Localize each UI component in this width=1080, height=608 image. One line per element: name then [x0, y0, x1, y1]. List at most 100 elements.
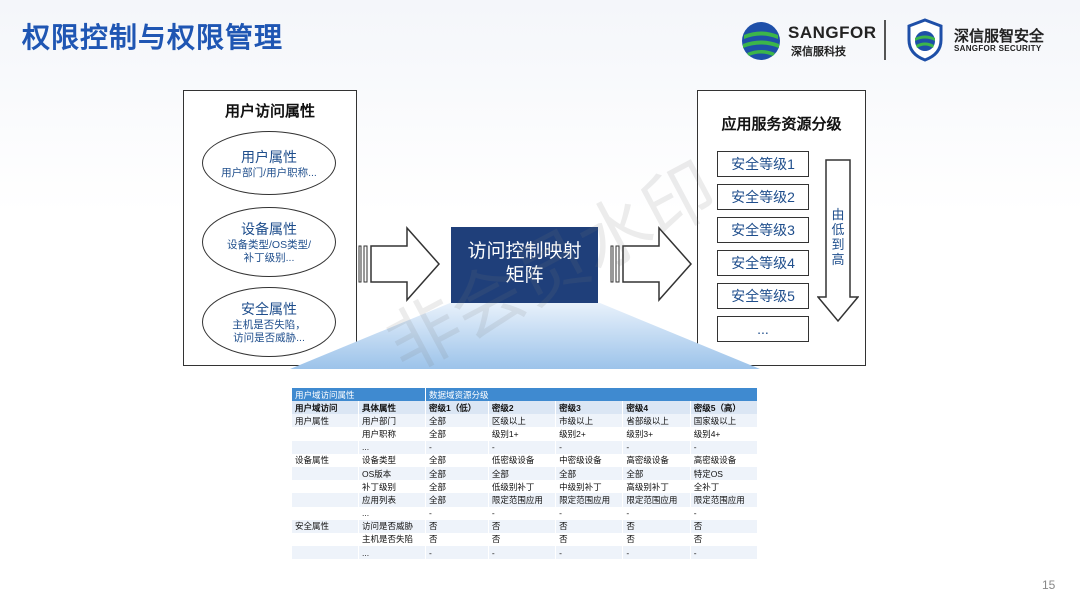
user-box-title: 用户访问属性 [224, 103, 315, 120]
matrix-value-cell: 市级以上 [555, 414, 624, 428]
right-arrow-icon [357, 226, 441, 302]
matrix-value-cell: 级别1+ [488, 427, 557, 441]
security-attribute-ellipse: 安全属性 主机是否失陷， 访问是否威胁... [202, 287, 336, 357]
matrix-value-cell: 全部 [555, 466, 624, 481]
matrix-value-cell: 全部 [425, 427, 489, 441]
shield-icon [907, 18, 943, 62]
sangfor-name: SANGFOR [788, 23, 877, 42]
table-row: 用户属性用户部门全部区级以上市级以上省部级以上国家级以上 [292, 414, 759, 428]
matrix-group-cell [292, 506, 359, 520]
matrix-col-attribute: 具体属性 [358, 401, 426, 415]
table-row: 主机是否失陷否否否否否 [292, 532, 759, 547]
matrix-value-cell: 限定范围应用 [622, 493, 691, 507]
user-attribute-detail: 用户部门/用户职称... [221, 166, 317, 179]
user-attribute-title: 用户属性 [241, 148, 297, 165]
table-row: ...----- [292, 546, 759, 560]
matrix-value-cell: 否 [425, 532, 489, 547]
matrix-value-cell: 全部 [425, 466, 489, 481]
matrix-attribute-cell: ... [358, 546, 426, 560]
matrix-value-cell: 级别2+ [555, 427, 624, 441]
matrix-attribute-cell: OS版本 [358, 466, 426, 481]
matrix-attribute-cell: ... [358, 506, 426, 520]
table-row: 安全属性访问是否威胁否否否否否 [292, 519, 759, 533]
matrix-value-cell: 低密级设备 [488, 453, 557, 467]
matrix-value-cell: 区级以上 [488, 414, 557, 428]
matrix-value-cell: 全部 [425, 453, 489, 467]
matrix-value-cell: 特定OS [690, 466, 759, 481]
matrix-col-user-domain: 用户域访问 [292, 401, 359, 415]
matrix-value-cell: 级别3+ [622, 427, 691, 441]
matrix-attribute-cell: 补丁级别 [358, 480, 426, 494]
app-box-title: 应用服务资源分级 [721, 116, 842, 133]
access-matrix-table: 用户域访问属性 数据域资源分级 用户域访问 具体属性 密级1（低） 密级2 密级… [292, 388, 759, 560]
security-level-more: ... [717, 316, 809, 342]
table-row: ...----- [292, 506, 759, 520]
security-level-5: 安全等级5 [717, 283, 809, 309]
matrix-value-cell: - [690, 440, 759, 454]
matrix-value-cell: 否 [555, 532, 624, 547]
matrix-value-cell: - [555, 506, 624, 520]
matrix-value-cell: 限定范围应用 [488, 493, 557, 507]
matrix-value-cell: 中级别补丁 [555, 480, 624, 494]
matrix-value-cell: - [425, 546, 489, 560]
sangfor-globe-icon [742, 22, 780, 60]
matrix-col-level2: 密级2 [488, 401, 557, 415]
app-resource-levels-box: 应用服务资源分级 安全等级1 安全等级2 安全等级3 安全等级4 安全等级5 .… [697, 90, 866, 366]
matrix-value-cell: - [425, 506, 489, 520]
matrix-value-cell: 否 [555, 519, 624, 533]
matrix-group-cell [292, 427, 359, 441]
matrix-value-cell: 全补丁 [690, 480, 759, 494]
matrix-value-cell: 高密级设备 [622, 453, 691, 467]
matrix-value-cell: 低级别补丁 [488, 480, 557, 494]
security-level-2: 安全等级2 [717, 184, 809, 210]
security-level-1: 安全等级1 [717, 151, 809, 177]
matrix-col-level4: 密级4 [622, 401, 691, 415]
matrix-value-cell: - [622, 440, 691, 454]
matrix-value-cell: 否 [690, 519, 759, 533]
security-attribute-title: 安全属性 [241, 301, 297, 317]
direction-label: 由低到高 [831, 207, 845, 267]
matrix-attribute-cell: 应用列表 [358, 493, 426, 507]
sangfor-security-subname: SANGFOR SECURITY [954, 44, 1042, 53]
matrix-value-cell: - [690, 506, 759, 520]
matrix-group-cell [292, 493, 359, 507]
matrix-header-row: 用户域访问属性 数据域资源分级 [292, 388, 758, 401]
matrix-group-cell: 用户属性 [292, 414, 359, 428]
matrix-attribute-cell: ... [358, 440, 426, 454]
matrix-value-cell: 限定范围应用 [555, 493, 624, 507]
matrix-value-cell: 中密级设备 [555, 453, 624, 467]
matrix-value-cell: 级别4+ [690, 427, 759, 441]
access-control-matrix-box: 访问控制映射 矩阵 [451, 227, 598, 303]
matrix-group-cell [292, 532, 359, 547]
matrix-attribute-cell: 设备类型 [358, 453, 426, 467]
device-attribute-title: 设备属性 [241, 221, 297, 237]
page-title: 权限控制与权限管理 [22, 22, 284, 53]
matrix-value-cell: 否 [622, 519, 691, 533]
sangfor-logo [740, 20, 782, 62]
matrix-value-cell: - [622, 506, 691, 520]
security-attribute-detail-2: 访问是否威胁... [233, 332, 305, 344]
brand-divider [884, 20, 886, 60]
matrix-value-cell: - [425, 440, 489, 454]
matrix-group-cell [292, 466, 359, 481]
matrix-header-data: 数据域资源分级 [425, 388, 758, 401]
matrix-col-level3: 密级3 [555, 401, 624, 415]
down-arrow-icon [816, 159, 860, 323]
matrix-value-cell: 全部 [425, 414, 489, 428]
user-attribute-ellipse: 用户属性 用户部门/用户职称... [202, 131, 336, 195]
matrix-group-cell [292, 546, 359, 560]
device-attribute-detail-1: 设备类型/OS类型/ [226, 239, 311, 251]
matrix-attribute-cell: 用户部门 [358, 414, 426, 428]
matrix-col-level1: 密级1（低） [425, 401, 489, 415]
matrix-value-cell: 限定范围应用 [690, 493, 759, 507]
matrix-group-cell [292, 480, 359, 494]
matrix-value-cell: - [488, 546, 557, 560]
table-row: 补丁级别全部低级别补丁中级别补丁高级别补丁全补丁 [292, 480, 759, 494]
security-level-3: 安全等级3 [717, 217, 809, 243]
matrix-subheader-row: 用户域访问 具体属性 密级1（低） 密级2 密级3 密级4 密级5（高） [292, 401, 759, 415]
security-attribute-detail-1: 主机是否失陷， [232, 319, 306, 331]
matrix-value-cell: 否 [622, 532, 691, 547]
table-row: 用户职称全部级别1+级别2+级别3+级别4+ [292, 427, 759, 441]
matrix-value-cell: 否 [690, 532, 759, 547]
security-level-4: 安全等级4 [717, 250, 809, 276]
